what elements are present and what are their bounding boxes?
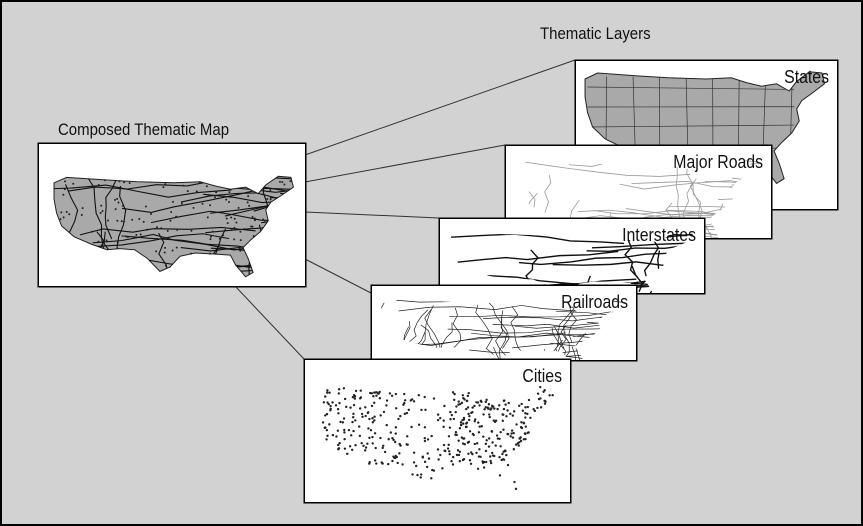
layer-panel-cities: Cities (304, 359, 571, 503)
railroads-map-graphic (381, 298, 627, 360)
layer-title-major-roads: Major Roads (673, 152, 763, 172)
layer-title-states: States (784, 67, 829, 87)
connector-railroads (304, 258, 372, 294)
layer-title-cities: Cities (522, 366, 562, 386)
composed-map-panel (38, 143, 306, 287)
connector-states (304, 59, 576, 156)
connector-cities (234, 285, 305, 360)
layer-panel-interstates: Interstates (439, 218, 705, 294)
composed-map-label: Composed Thematic Map (58, 120, 230, 139)
connector-interstates (304, 211, 440, 219)
layer-panel-railroads: Railroads (371, 285, 637, 361)
layer-title-interstates: Interstates (622, 225, 696, 245)
composed-map-graphic (53, 175, 295, 278)
connector-major-roads (304, 144, 506, 183)
cities-map-graphic (321, 385, 554, 491)
layer-title-railroads: Railroads (561, 292, 628, 312)
thematic-layers-label: Thematic Layers (540, 24, 651, 43)
